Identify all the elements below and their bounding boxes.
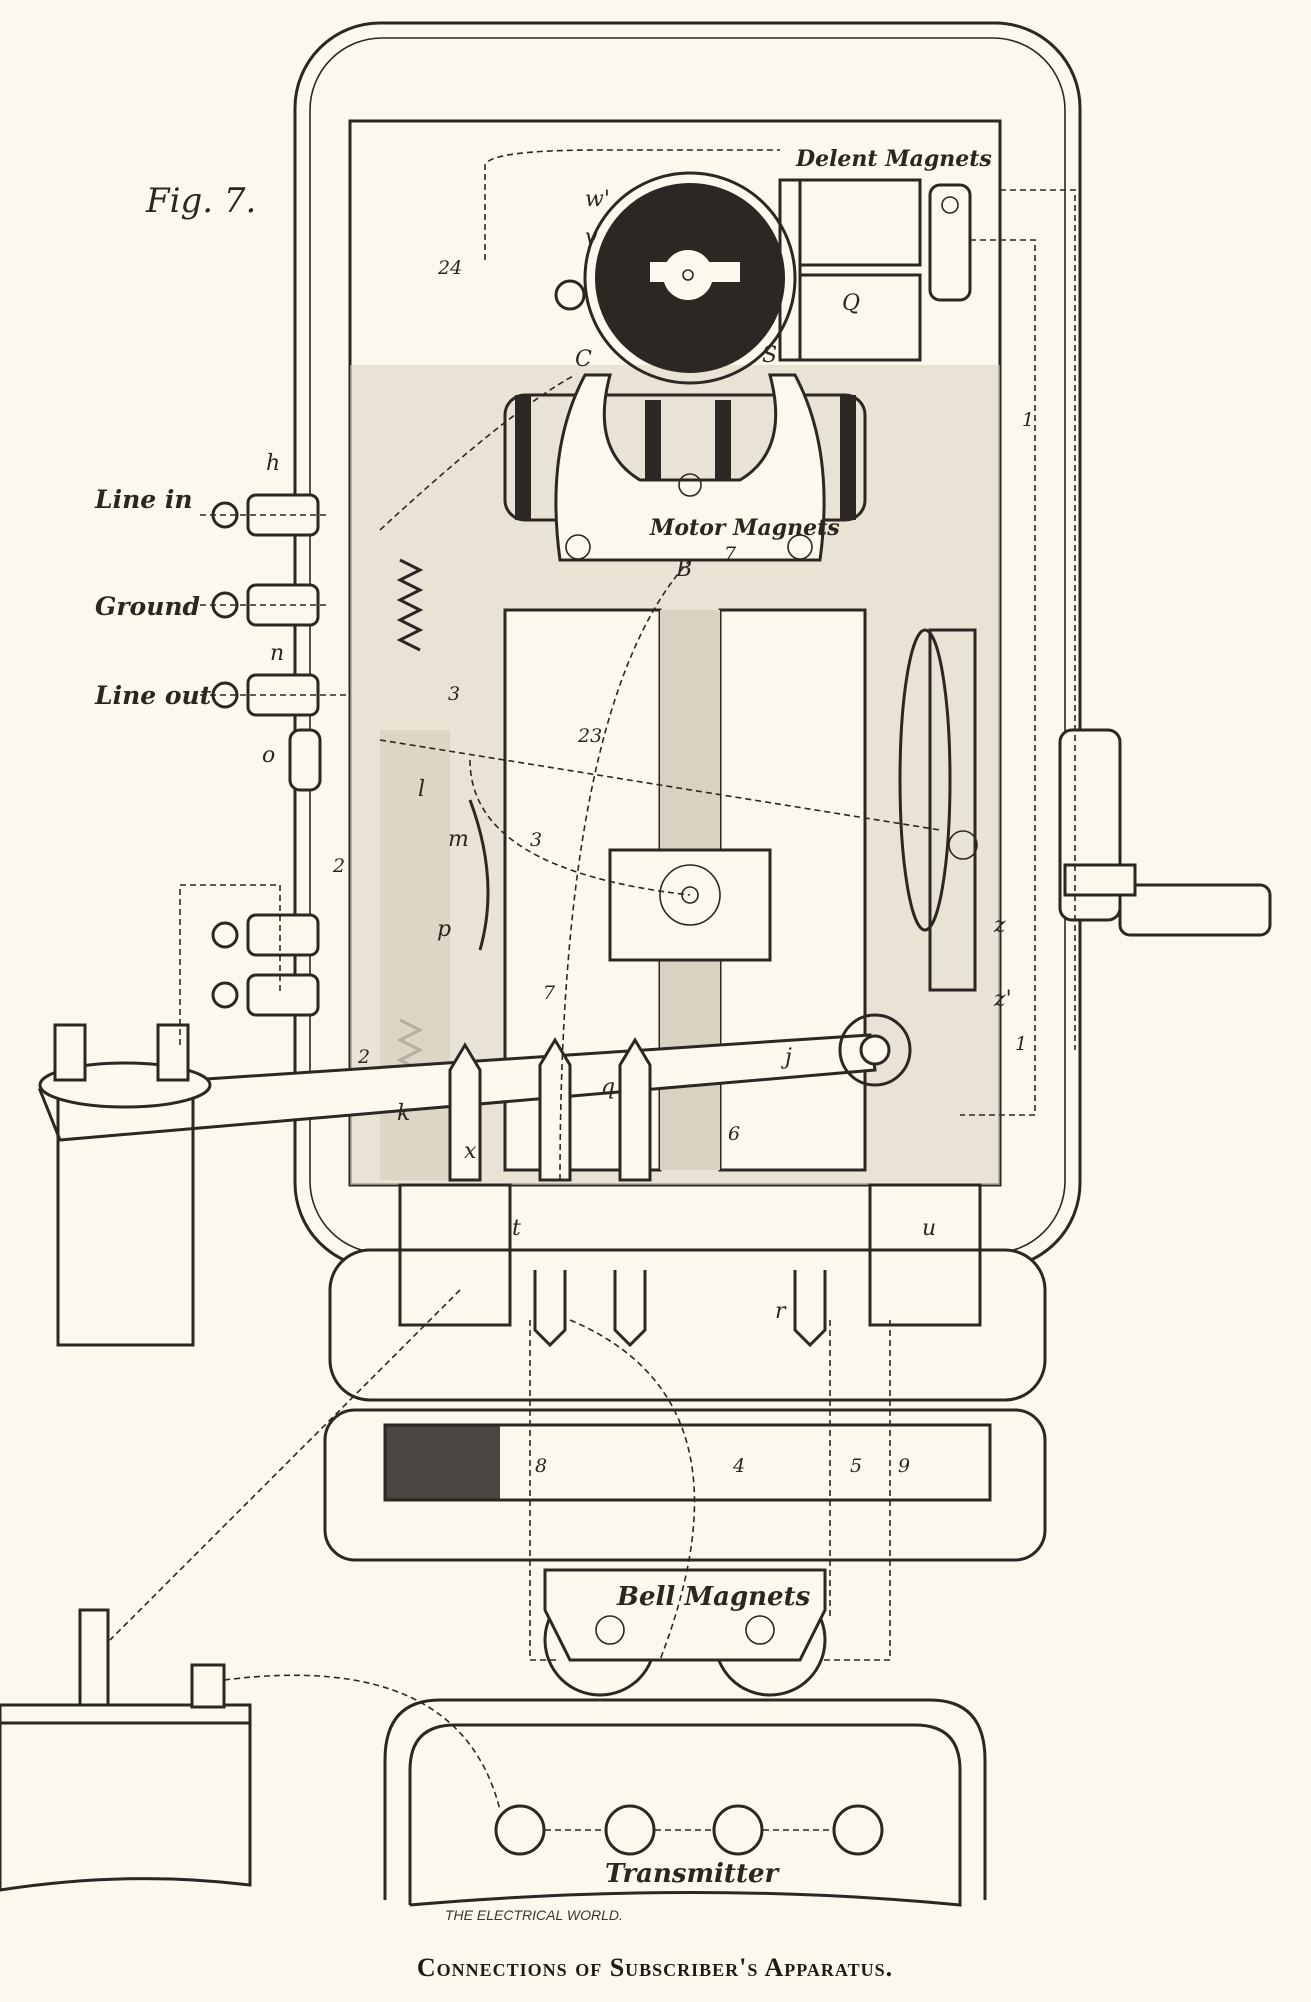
label-ground: Ground	[95, 592, 200, 621]
wire-number: 3	[448, 683, 460, 705]
wire-number: 23	[577, 725, 602, 747]
wire-number: 8	[535, 1455, 547, 1477]
letter-l: l	[418, 777, 425, 802]
figure-number: Fig. 7.	[145, 181, 256, 221]
gear-wheel	[898, 628, 978, 992]
letter-k: k	[397, 1101, 410, 1126]
letter-o: o	[262, 743, 275, 768]
wire-number: 3	[530, 829, 542, 851]
letter-B: B	[675, 557, 692, 582]
crank-handle[interactable]	[1058, 728, 1272, 937]
detent-magnets	[778, 178, 972, 362]
letter-m: m	[448, 827, 469, 852]
letter-Q: Q	[842, 291, 860, 316]
label-line-in: Line in	[94, 485, 193, 514]
letter-labels: w' v L Q C S B h n o l m p z z' j q k x …	[262, 187, 1012, 1324]
commutator-disc	[554, 171, 797, 385]
battery-cell	[0, 1608, 252, 1892]
label-detent-magnets: Delent Magnets	[795, 146, 992, 172]
wire-number: 9	[898, 1455, 910, 1477]
letter-L: L	[659, 263, 675, 288]
transmitter[interactable]	[383, 1698, 987, 1907]
wire-number: 2	[332, 855, 345, 877]
label-line-out: Line out	[94, 681, 212, 710]
letter-t: t	[512, 1216, 521, 1241]
letter-S: S	[762, 343, 777, 368]
letter-x: x	[464, 1139, 477, 1164]
wire-number: 24	[437, 257, 462, 279]
label-motor-magnets: Motor Magnets	[649, 515, 840, 541]
publisher-credit: THE ELECTRICAL WORLD.	[445, 1907, 623, 1923]
wire-number: 1	[1015, 1033, 1027, 1055]
wire-number: 4	[732, 1455, 745, 1477]
wire-number: 7	[724, 543, 737, 565]
letter-w-prime: w'	[585, 187, 610, 212]
letter-n: n	[270, 641, 284, 666]
letter-r: r	[775, 1299, 787, 1324]
label-transmitter: Transmitter	[605, 1859, 780, 1889]
wiring-dashed	[109, 149, 1076, 1831]
letter-C: C	[575, 347, 592, 372]
figure-caption: Connections of Subscriber's Apparatus.	[417, 1953, 893, 1982]
motor-magnets	[503, 373, 867, 562]
letter-p: p	[437, 917, 451, 942]
wire-numbers: 24 1 7 3 23 3 2 7 1 2 6 8 4 5 9	[332, 257, 1034, 1477]
wire-number: 5	[850, 1455, 862, 1477]
letter-u: u	[922, 1216, 936, 1241]
letter-q: q	[601, 1075, 615, 1100]
wire-number: 7	[543, 982, 556, 1004]
letter-z: z	[993, 913, 1006, 938]
letter-z-prime: z'	[993, 987, 1012, 1012]
label-bell-magnets: Bell Magnets	[616, 1582, 811, 1612]
letter-h: h	[266, 451, 280, 476]
letter-v: v	[585, 225, 598, 250]
wire-number: 1	[1022, 409, 1034, 431]
receiver[interactable]	[38, 1023, 212, 1347]
wire-number: 6	[728, 1123, 740, 1145]
bell-magnets	[543, 1568, 827, 1697]
wire-number: 2	[357, 1046, 370, 1068]
